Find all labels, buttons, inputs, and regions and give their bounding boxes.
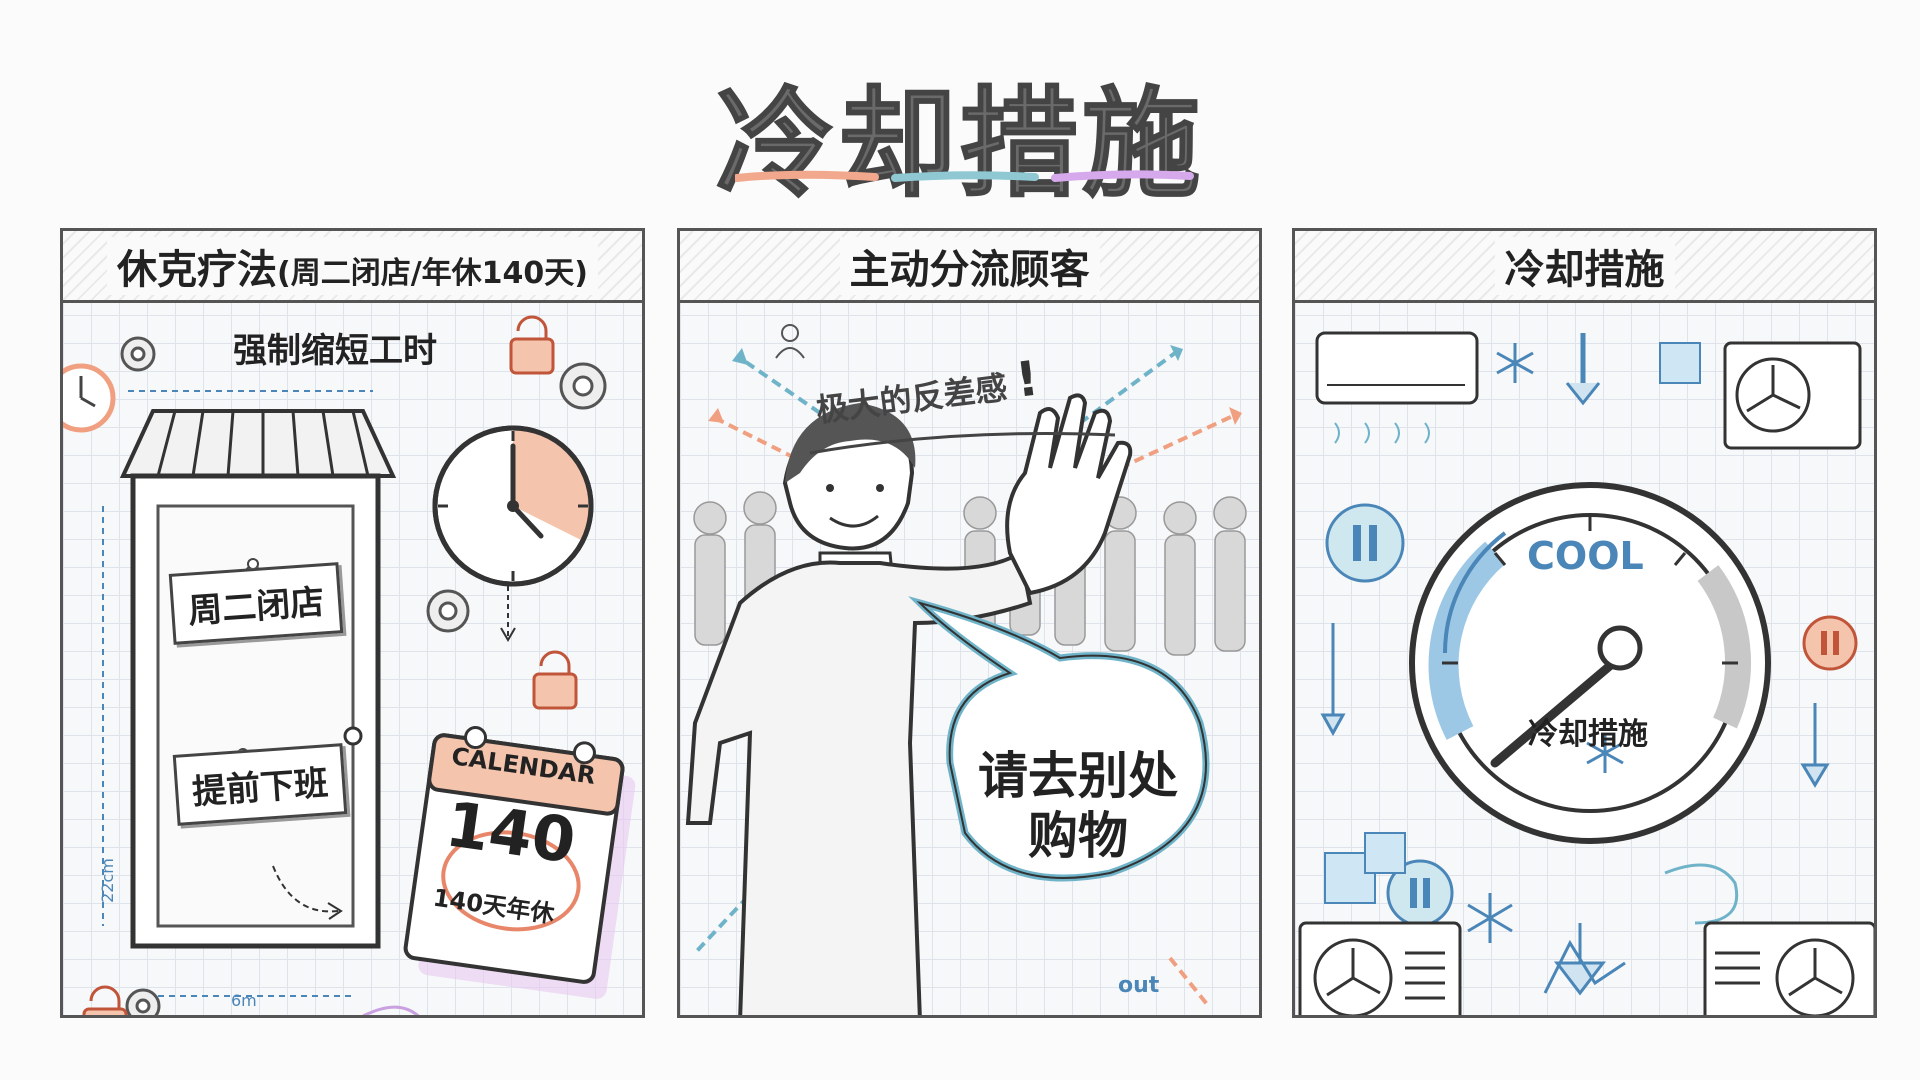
height-dimension-label: 22cm — [97, 858, 117, 903]
cooling-gauge-illustration — [1298, 331, 1874, 1015]
panel-divert-customers: 主动分流顾客 — [677, 228, 1262, 1018]
panel-cooling-measures: 冷却措施 — [1292, 228, 1877, 1018]
panel-header: 主动分流顾客 — [680, 231, 1259, 303]
man-waving-illustration — [685, 324, 1247, 1015]
panel-subtitle: (周二闭店/年休140天) — [276, 255, 588, 291]
panel-header: 冷却措施 — [1295, 231, 1874, 303]
title-underline-strokes — [735, 170, 1194, 182]
contrast-underline — [809, 431, 1116, 455]
speech-bubble-text: 请去别处 购物 — [978, 746, 1178, 866]
speech-line-2: 购物 — [1028, 807, 1128, 865]
speech-line-1: 请去别处 — [978, 747, 1178, 805]
panel-header: 休克疗法(周二闭店/年休140天) — [63, 231, 642, 303]
page-title: 冷却措施 — [715, 74, 1204, 214]
section-label: 强制缩短工时 — [233, 331, 437, 371]
panel-title: 主动分流顾客 — [839, 236, 1100, 295]
sign-early-leave: 提前下班 — [172, 743, 348, 826]
sign-tuesday-closed: 周二闭店 — [168, 562, 344, 645]
gauge-caption: 冷却措施 — [1528, 717, 1648, 752]
gauge-label: COOL — [1527, 534, 1644, 578]
storefront-illustration — [63, 315, 636, 1015]
panel-title: 休克疗法 — [116, 246, 277, 293]
out-label: out — [1118, 973, 1160, 998]
panel-title: 冷却措施 — [1494, 236, 1675, 295]
width-dimension-label: 6m — [231, 991, 257, 1010]
panel-shock-therapy: 休克疗法(周二闭店/年休140天) 强制缩短工时 — [60, 228, 645, 1018]
